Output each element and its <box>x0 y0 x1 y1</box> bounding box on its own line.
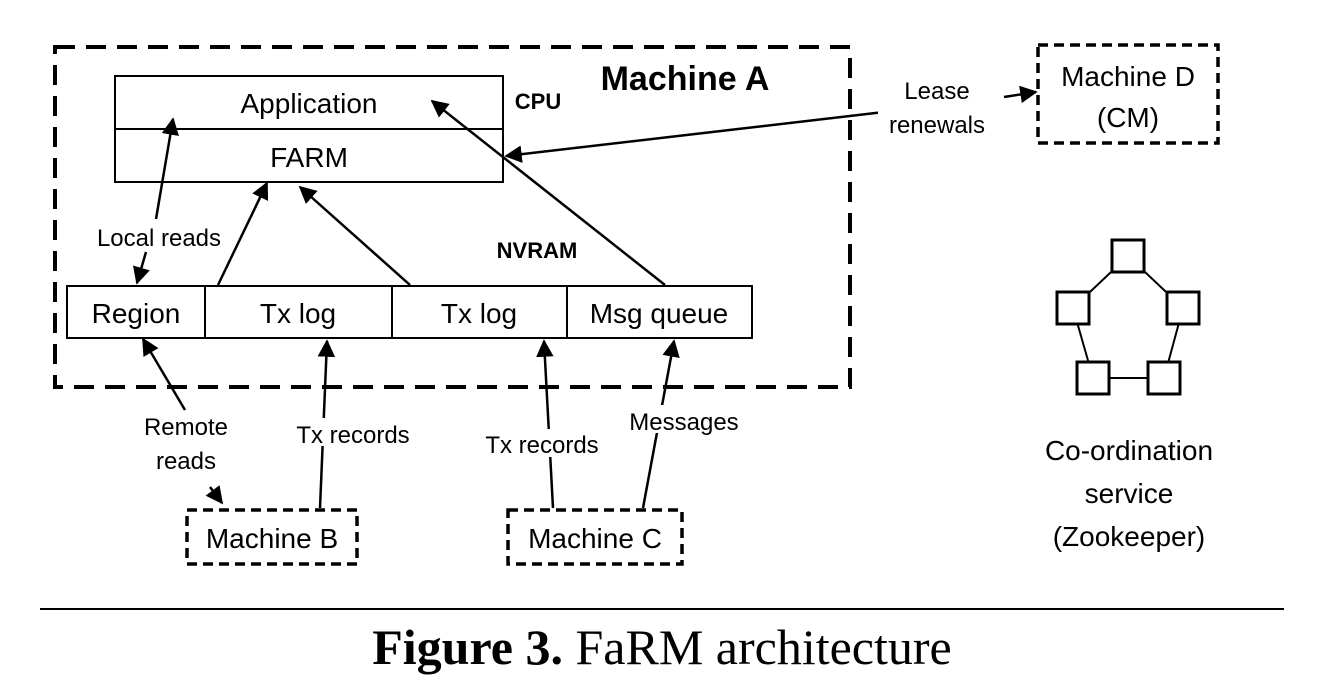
arrow-tx-records-c <box>536 339 555 509</box>
coordination-label-1: Co-ordination <box>1045 435 1213 466</box>
tx-records-b-label: Tx records <box>296 422 409 449</box>
machine-d-label-1: Machine D <box>1061 61 1195 92</box>
arrow-remote-reads <box>141 337 187 411</box>
machine-a-boundary <box>53 45 852 389</box>
figure-title: FaRM architecture <box>575 619 952 675</box>
lease-renewals-label-2: renewals <box>889 112 985 139</box>
machine-b-label: Machine B <box>206 523 338 554</box>
machine-c-box <box>506 508 684 566</box>
figure-number: Figure 3. <box>372 619 563 675</box>
arrow-txlog1-to-farm <box>216 181 269 286</box>
machine-c-label: Machine C <box>528 523 662 554</box>
label-bg <box>620 405 748 433</box>
nvram-cell-tx-log-1: Tx log <box>260 298 336 329</box>
machine-d-box <box>1036 43 1220 145</box>
arrow-local-reads-down <box>132 251 150 285</box>
nvram-row <box>66 285 753 339</box>
nvram-cell-msg-queue: Msg queue <box>590 298 729 329</box>
label-bg <box>284 418 422 446</box>
machine-b-box <box>185 508 359 566</box>
cpu-label: CPU <box>515 89 561 114</box>
arrow-lease-to-farm <box>504 110 885 163</box>
machine-d-label-2: (CM) <box>1097 102 1159 133</box>
application-label: Application <box>241 88 378 119</box>
arrow-local-reads-up <box>154 117 179 220</box>
label-bg <box>471 429 613 457</box>
label-bg <box>878 76 996 140</box>
nvram-label: NVRAM <box>497 238 578 263</box>
nvram-cell-region: Region <box>92 298 181 329</box>
figure-caption: Figure 3. FaRM architecture <box>0 618 1324 676</box>
arrow-lease-to-cm <box>1003 85 1038 104</box>
lease-renewals-label-1: Lease <box>904 78 969 105</box>
arrow-txlog2-to-farm <box>298 185 411 286</box>
nvram-cell-tx-log-2: Tx log <box>441 298 517 329</box>
remote-reads-label-2: reads <box>156 448 216 475</box>
machine-a-title: Machine A <box>601 60 770 98</box>
farm-box <box>114 128 504 183</box>
local-reads-label: Local reads <box>97 225 221 252</box>
arrow-remote-reads-tail <box>205 485 224 505</box>
coordination-label-3: (Zookeeper) <box>1053 521 1206 552</box>
messages-label: Messages <box>629 409 738 436</box>
coordination-label-2: service <box>1085 478 1174 509</box>
coordination-ring-icon <box>1055 238 1201 396</box>
farm-label: FARM <box>270 142 348 173</box>
remote-reads-label-1: Remote <box>144 414 228 441</box>
tx-records-c-label: Tx records <box>485 432 598 459</box>
arrow-msgqueue-to-app <box>430 99 666 286</box>
